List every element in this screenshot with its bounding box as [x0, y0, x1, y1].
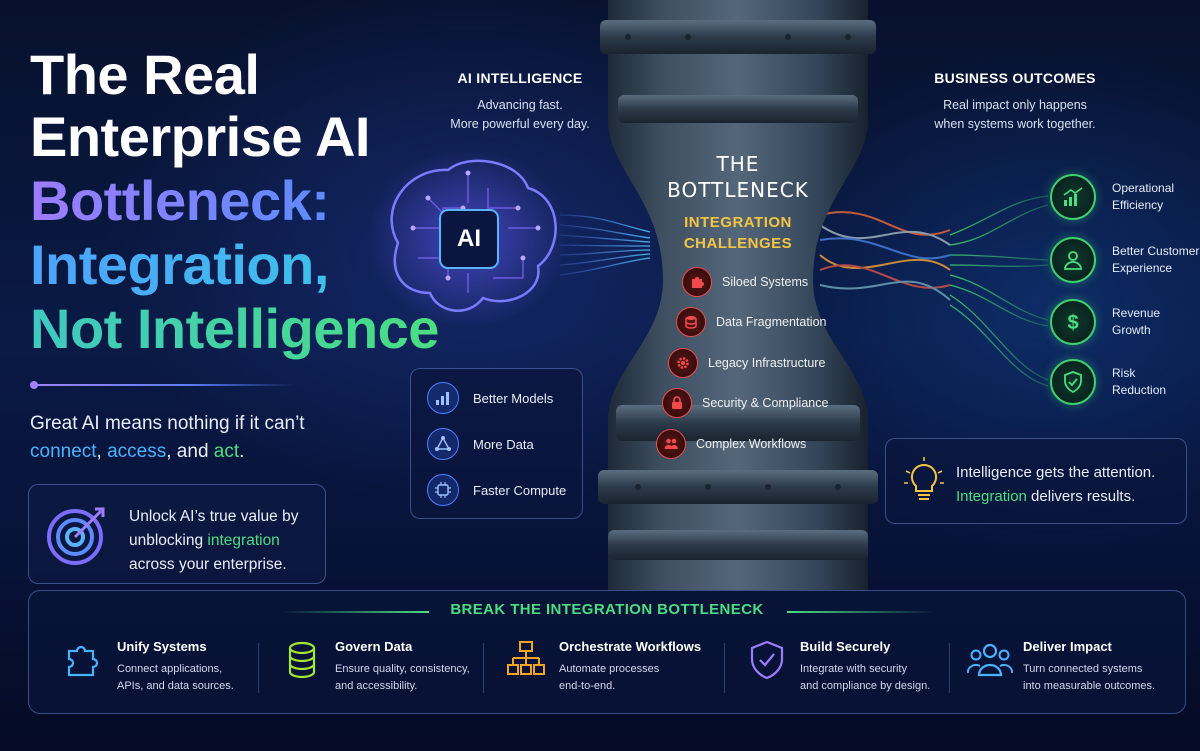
- challenge-complex-workflows: Complex Workflows: [656, 428, 806, 460]
- insight-card: Intelligence gets the attention. Integra…: [885, 438, 1187, 524]
- driver-more-data: More Data: [427, 427, 534, 461]
- people-icon: [656, 429, 686, 459]
- insight-highlight: Integration: [956, 488, 1027, 505]
- unlock-value-card: Unlock AI’s true value by unblocking int…: [28, 484, 326, 584]
- ai-intelligence-line-1: Advancing fast.: [477, 98, 563, 112]
- gear-icon: [668, 348, 698, 378]
- title-line-left: [279, 611, 429, 613]
- ai-drivers-panel: Better Models More Data Faster Compute: [410, 368, 583, 519]
- ai-chip-label: AI: [457, 225, 481, 252]
- database-icon: [676, 307, 706, 337]
- puzzle-icon: [61, 637, 107, 683]
- challenge-legacy-infrastructure: Legacy Infrastructure: [668, 347, 825, 379]
- bar-chart-icon: [427, 382, 459, 414]
- bottleneck-sub-line-2: CHALLENGES: [683, 235, 793, 252]
- pillar-govern-data: Govern Data Ensure quality, consistency,…: [279, 631, 499, 701]
- challenge-data-fragmentation: Data Fragmentation: [676, 306, 826, 338]
- business-outcomes-title: BUSINESS OUTCOMES: [934, 70, 1096, 86]
- break-bottleneck-title: BREAK THE INTEGRATION BOTTLENECK: [450, 601, 764, 618]
- break-bottleneck-panel: BREAK THE INTEGRATION BOTTLENECK Unify S…: [28, 590, 1186, 714]
- puzzle-icon: [682, 267, 712, 297]
- network-icon: [427, 428, 459, 460]
- chip-icon: [427, 474, 459, 506]
- pillar-separator: [258, 643, 259, 693]
- headline-line-3: Bottleneck:: [30, 169, 330, 232]
- lightbulb-icon: [904, 457, 944, 500]
- pillar-separator: [483, 643, 484, 693]
- workflow-icon: [503, 637, 549, 683]
- pillar-separator: [949, 643, 950, 693]
- ai-intelligence-line-2: More powerful every day.: [450, 117, 590, 131]
- headline-line-2: Enterprise AI: [30, 105, 370, 168]
- bottleneck-title-line-1: THE: [716, 152, 760, 176]
- ai-intelligence-title: AI INTELLIGENCE: [457, 70, 583, 86]
- dollar-icon: $: [1050, 299, 1096, 345]
- title-line-right: [787, 611, 937, 613]
- headline-line-1: The Real: [30, 43, 260, 106]
- shield-check-icon: [744, 637, 790, 683]
- target-icon: [47, 507, 105, 565]
- business-outcomes-line-1: Real impact only happens: [943, 98, 1087, 112]
- tagline: Great AI means nothing if it can’t conne…: [30, 413, 305, 462]
- ai-brain-graphic: [368, 148, 568, 328]
- driver-better-models: Better Models: [427, 381, 553, 415]
- headline-line-4: Integration,: [30, 233, 329, 296]
- svg-text:$: $: [1067, 312, 1078, 334]
- challenge-siloed-systems: Siloed Systems: [682, 266, 808, 298]
- team-icon: [967, 637, 1013, 683]
- business-outcomes-line-2: when systems work together.: [934, 117, 1096, 131]
- unlock-highlight: integration: [207, 532, 280, 549]
- tagline-act: act: [213, 441, 240, 462]
- tagline-connect: connect: [30, 441, 97, 462]
- database-icon: [279, 637, 325, 683]
- bottleneck-title-line-2: BOTTLENECK: [667, 178, 809, 202]
- driver-faster-compute: Faster Compute: [427, 473, 566, 507]
- pillar-orchestrate-workflows: Orchestrate Workflows Automate processes…: [503, 631, 733, 701]
- headline-line-5: Not Intelligence: [30, 297, 439, 360]
- tagline-access: access: [107, 441, 167, 462]
- bottleneck-sub-line-1: INTEGRATION: [684, 214, 792, 231]
- headline-divider: [30, 381, 296, 389]
- shield-check-icon: [1050, 359, 1096, 405]
- challenge-security-compliance: Security & Compliance: [662, 387, 828, 419]
- pillar-separator: [724, 643, 725, 693]
- growth-chart-icon: [1050, 174, 1096, 220]
- person-icon: [1050, 237, 1096, 283]
- pillar-unify-systems: Unify Systems Connect applications,APIs,…: [61, 631, 281, 701]
- lock-icon: [662, 388, 692, 418]
